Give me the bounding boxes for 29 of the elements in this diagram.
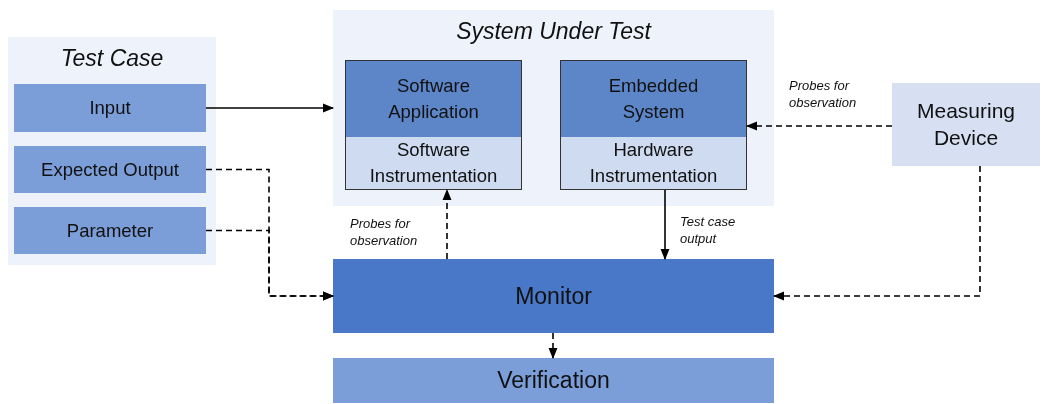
box-label: Measuring Device [915, 98, 1017, 151]
arrow [205, 229, 335, 301]
process-box [333, 358, 774, 403]
device-box [892, 83, 1040, 166]
group-panel [8, 37, 216, 265]
panel-title: System Under Test [455, 18, 653, 45]
process-box [333, 259, 774, 333]
arrow [660, 189, 670, 261]
component-subtitle: Hardware Instrumentation [588, 138, 719, 188]
arrow [745, 121, 893, 131]
component-title: Software Application [387, 74, 480, 124]
group-panel [333, 10, 774, 206]
arrow [442, 188, 452, 260]
arrow [205, 103, 335, 113]
arrow [772, 165, 981, 301]
panel-title: Test Case [59, 45, 165, 72]
box-label: Expected Output [41, 157, 179, 182]
component-subtitle: Software Instrumentation [368, 138, 499, 188]
box-label: Input [89, 96, 131, 120]
input-box [14, 207, 206, 254]
input-box [14, 146, 206, 193]
box-label: Verification [497, 366, 610, 395]
arrow [548, 332, 558, 360]
component-box [345, 60, 522, 190]
component-title: Embedded System [607, 74, 700, 124]
input-box [14, 84, 206, 132]
box-label: Parameter [66, 218, 154, 243]
box-label: Monitor [515, 281, 592, 311]
component-box [560, 60, 747, 190]
